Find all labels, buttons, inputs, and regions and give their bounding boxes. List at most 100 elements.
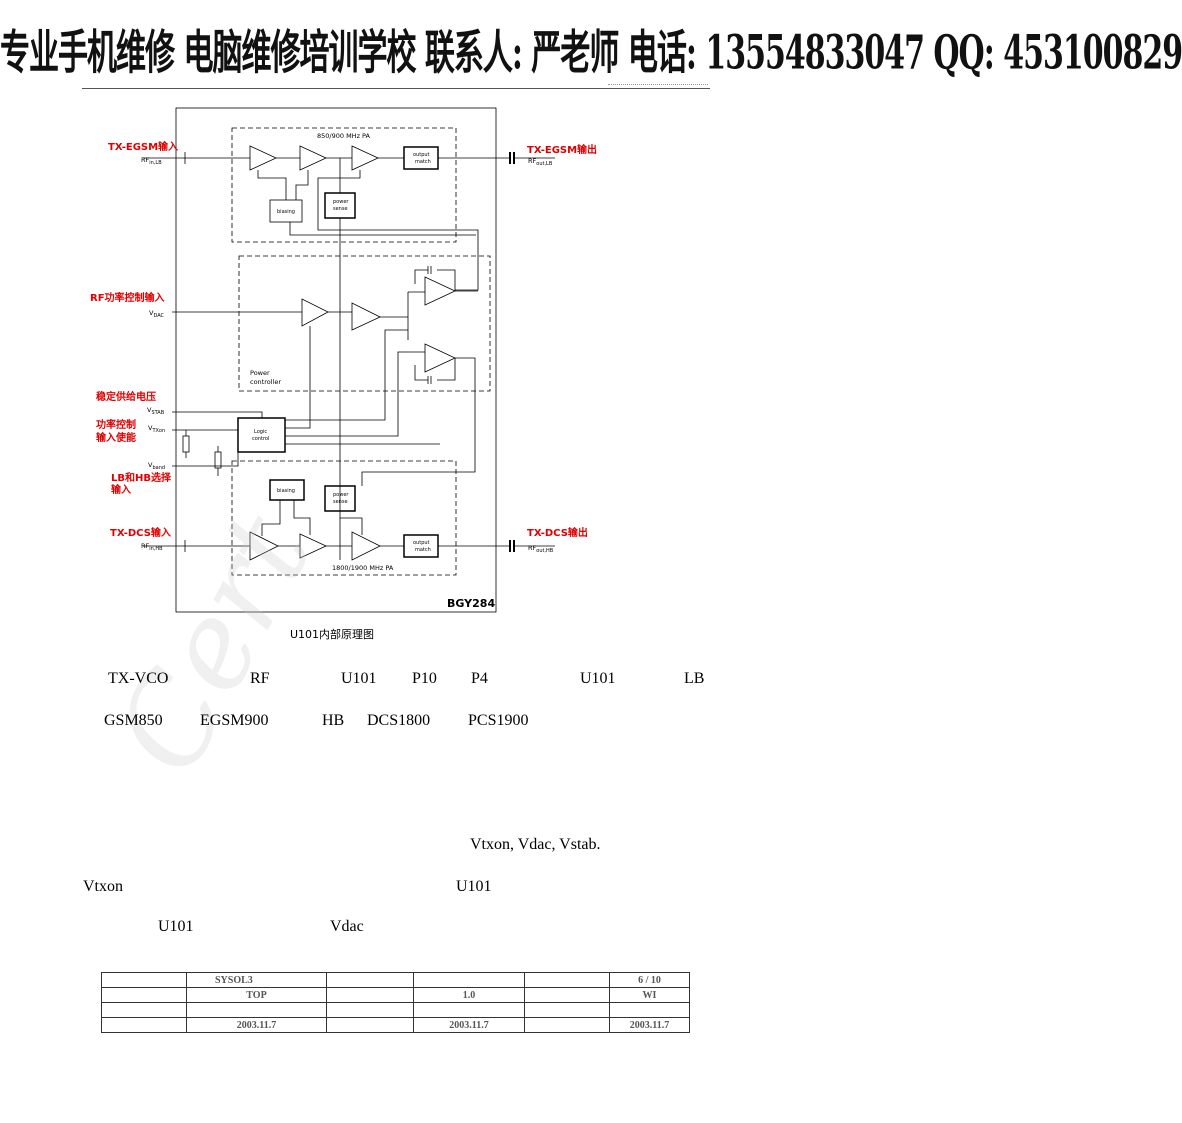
tx-dcs-out-label: TX-DCS输出 bbox=[527, 526, 588, 539]
lb-amp-1 bbox=[249, 145, 277, 171]
body-line-3: Vtxon, Vdac, Vstab. bbox=[0, 836, 795, 856]
table-cell bbox=[524, 987, 610, 1003]
table-cell bbox=[101, 987, 187, 1003]
lb-output-match bbox=[403, 146, 439, 170]
lb-output-match-label-2: match bbox=[415, 159, 431, 165]
term-egsm900: EGSM900 bbox=[200, 712, 269, 729]
table-cell bbox=[101, 1002, 187, 1018]
table-cell bbox=[524, 1002, 610, 1018]
power-controller-label-2: controller bbox=[250, 378, 281, 386]
hb-output-match-label-1: output bbox=[413, 540, 430, 546]
diagram-caption: U101内部原理图 bbox=[290, 628, 375, 641]
body-line-5: U101 Vdac bbox=[0, 918, 795, 938]
pin-rf-out-hb: RFout,HB bbox=[528, 544, 554, 554]
pa-hb-label: 1800/1900 MHz PA bbox=[332, 564, 394, 572]
logic-control bbox=[237, 417, 286, 453]
hb-power-sense-label-1: power bbox=[333, 492, 349, 498]
power-controller-box bbox=[238, 255, 491, 392]
power-ctrl-enable-label-2: 输入使能 bbox=[96, 431, 136, 444]
hb-amp-2 bbox=[299, 533, 327, 559]
chip-outline bbox=[175, 107, 497, 613]
pc-amp-1 bbox=[301, 298, 329, 327]
body-line-4: Vtxon U101 bbox=[0, 878, 795, 898]
lb-hb-select-label-1: LB和HB选择 bbox=[111, 471, 172, 484]
chip-label: BGY284 bbox=[447, 597, 495, 610]
table-cell bbox=[413, 972, 525, 988]
term-u101-c: U101 bbox=[456, 878, 492, 895]
lb-power-sense-label-2: sense bbox=[333, 206, 348, 212]
pin-rf-in-hb: RFin,HB bbox=[141, 542, 163, 552]
pa-hb-box bbox=[231, 460, 457, 576]
pc-amp-2 bbox=[351, 302, 381, 331]
table-row: 2003.11.7 2003.11.7 2003.11.7 bbox=[101, 1017, 690, 1033]
table-cell bbox=[101, 1017, 187, 1033]
logic-control-label-1: Logic bbox=[254, 429, 267, 435]
tx-egsm-out-label: TX-EGSM输出 bbox=[527, 143, 597, 156]
table-cell: 2003.11.7 bbox=[186, 1017, 327, 1033]
pc-amp-4 bbox=[424, 343, 456, 373]
table-cell bbox=[524, 1017, 610, 1033]
lb-hb-select-label-2: 输入 bbox=[111, 483, 131, 496]
table-cell bbox=[186, 1002, 327, 1018]
table-cell bbox=[326, 1017, 414, 1033]
term-gsm850: GSM850 bbox=[104, 712, 163, 729]
lb-output-match-label-1: output bbox=[413, 152, 430, 158]
pa-lb-label: 850/900 MHz PA bbox=[317, 132, 371, 140]
table-row bbox=[101, 1002, 690, 1018]
pin-rf-out-lb: RFout,LB bbox=[528, 157, 553, 167]
table-cell bbox=[326, 987, 414, 1003]
pin-vband: Vband bbox=[148, 461, 165, 471]
term-hb: HB bbox=[322, 712, 345, 729]
term-u101: U101 bbox=[341, 670, 377, 687]
header-banner: 专业手机维修 电脑维修培训学校 联系人: 严老师 电话: 13554833047… bbox=[0, 14, 1182, 80]
term-p4: P4 bbox=[471, 670, 488, 687]
table-cell: 1.0 bbox=[413, 987, 525, 1003]
table-cell bbox=[524, 972, 610, 988]
term-pcs1900: PCS1900 bbox=[468, 712, 529, 729]
body-line-1: TX-VCO RF U101 P10 P4 U101 LB bbox=[0, 670, 795, 690]
table-cell: 2003.11.7 bbox=[609, 1017, 690, 1033]
table-cell: 6 / 10 bbox=[609, 972, 690, 988]
hb-biasing-label: biasing bbox=[277, 488, 295, 494]
table-cell bbox=[609, 1002, 690, 1018]
header-dotted-rule bbox=[608, 84, 708, 85]
pin-vstab: VSTAB bbox=[147, 406, 165, 416]
pin-rf-in-lb: RFin,LB bbox=[141, 156, 162, 166]
term-tx-vco: TX-VCO bbox=[108, 670, 169, 687]
term-voltages: Vtxon, Vdac, Vstab. bbox=[470, 836, 601, 853]
stable-supply-label: 稳定供给电压 bbox=[96, 390, 156, 403]
term-vtxon: Vtxon bbox=[83, 878, 123, 895]
table-cell: TOP bbox=[186, 987, 327, 1003]
pin-vtxon: VTXon bbox=[148, 424, 165, 434]
table-cell: SYSOL3 bbox=[186, 972, 327, 988]
table-cell: 2003.11.7 bbox=[413, 1017, 525, 1033]
hb-power-sense-label-2: sense bbox=[333, 499, 348, 505]
tx-dcs-in-label: TX-DCS输入 bbox=[110, 526, 171, 539]
tx-egsm-in-label: TX-EGSM输入 bbox=[108, 140, 178, 153]
hb-output-match-label-2: match bbox=[415, 547, 431, 553]
hb-amp-1 bbox=[249, 531, 279, 561]
hb-output-match bbox=[403, 534, 439, 558]
bgy284-block-diagram: BGY284 850/900 MHz PA 1800/1900 MHz PA o… bbox=[90, 107, 597, 613]
table-cell bbox=[326, 1002, 414, 1018]
term-rf: RF bbox=[250, 670, 270, 687]
term-lb: LB bbox=[684, 670, 705, 687]
pc-amp-3 bbox=[424, 276, 456, 306]
term-vdac: Vdac bbox=[330, 918, 364, 935]
logic-control-label-2: control bbox=[252, 436, 269, 442]
body-line-2: GSM850 EGSM900 HB DCS1800 PCS1900 bbox=[0, 712, 795, 732]
pa-lb-box bbox=[231, 127, 457, 243]
power-controller-label-1: Power bbox=[250, 369, 270, 377]
banner-text: 专业手机维修 电脑维修培训学校 联系人: 严老师 电话: 13554833047… bbox=[0, 26, 1182, 81]
document-footer-table: SYSOL3 6 / 10 TOP 1.0 WI 2003.11.7 2003.… bbox=[101, 972, 690, 1033]
term-u101-b: U101 bbox=[580, 670, 616, 687]
rf-power-ctrl-in-label: RF功率控制输入 bbox=[90, 291, 165, 304]
hb-power-sense bbox=[324, 485, 356, 512]
lb-amp-2 bbox=[299, 145, 327, 171]
header-rule bbox=[82, 88, 710, 89]
power-ctrl-enable-label-1: 功率控制 bbox=[96, 418, 136, 431]
lb-biasing-label: biasing bbox=[277, 209, 295, 215]
term-p10: P10 bbox=[412, 670, 437, 687]
term-u101-d: U101 bbox=[158, 918, 194, 935]
table-cell bbox=[413, 1002, 525, 1018]
